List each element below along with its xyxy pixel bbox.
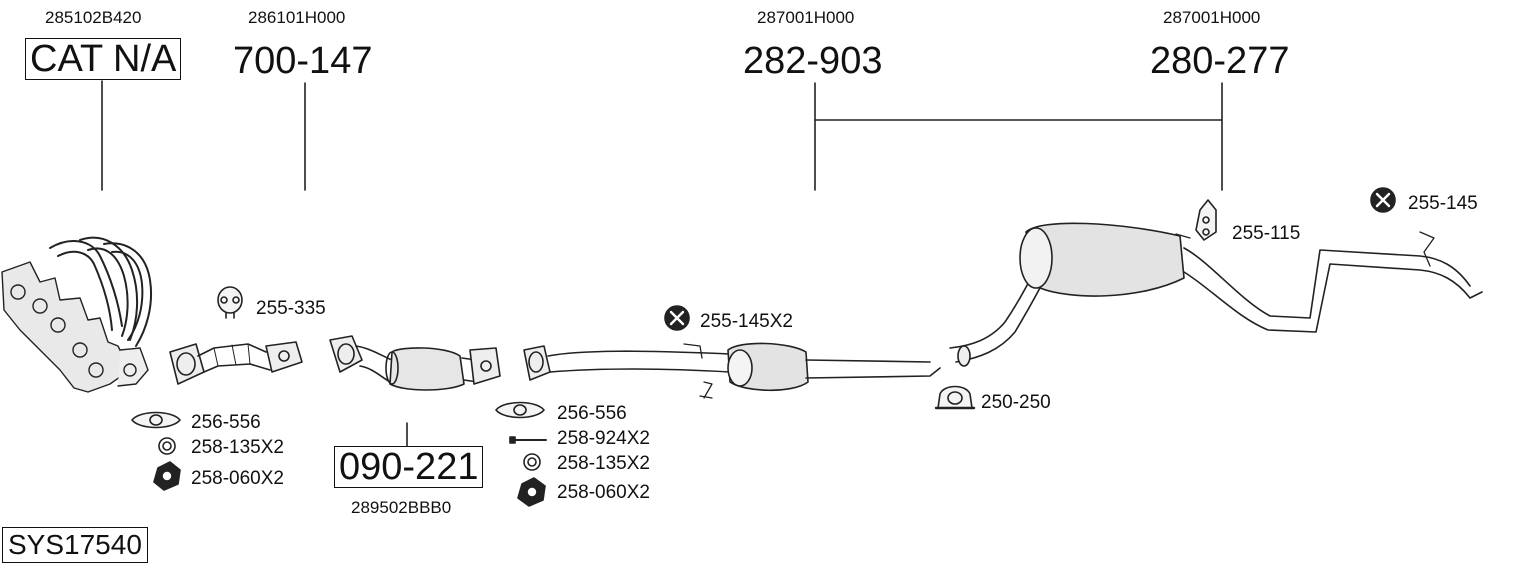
ring-washer-icon[interactable]: [523, 453, 541, 471]
part-number-rear-silencer[interactable]: 280-277: [1150, 40, 1290, 82]
fitting-label[interactable]: 255-145: [1408, 193, 1478, 214]
system-code: SYS17540: [2, 527, 148, 563]
fitting-label[interactable]: 255-335: [256, 298, 326, 319]
bolt-icon[interactable]: [509, 436, 547, 444]
fitting-label[interactable]: 258-060X2: [191, 468, 284, 489]
rubber-hanger-icon[interactable]: [1195, 199, 1217, 241]
catalytic-converter[interactable]: [329, 335, 501, 391]
rear-silencer[interactable]: [949, 222, 1483, 367]
fitting-label[interactable]: 250-250: [981, 392, 1051, 413]
rubber-hanger-icon[interactable]: [217, 286, 243, 319]
front-pipe[interactable]: [169, 341, 303, 385]
fitting-label[interactable]: 255-115: [1232, 223, 1301, 244]
hex-nut-icon[interactable]: [517, 477, 546, 507]
ring-washer-icon[interactable]: [158, 437, 176, 455]
center-silencer[interactable]: [523, 342, 941, 399]
oem-number-rear-silencer: 287001H000: [1163, 8, 1261, 27]
oem-number-center-silencer: 287001H000: [757, 8, 855, 27]
fitting-label[interactable]: 256-556: [557, 403, 627, 424]
flange-gasket-icon[interactable]: [131, 411, 181, 429]
oem-number-catalyst: 289502BBB0: [351, 498, 452, 517]
fitting-label[interactable]: 258-060X2: [557, 482, 650, 503]
part-number-front-pipe[interactable]: 700-147: [233, 40, 373, 82]
round-rubber-mount-icon[interactable]: [664, 305, 690, 331]
fitting-label[interactable]: 258-135X2: [557, 453, 650, 474]
part-number-center-silencer[interactable]: 282-903: [743, 40, 883, 82]
fitting-label[interactable]: 256-556: [191, 412, 261, 433]
part-number-catalyst[interactable]: 090-221: [334, 446, 484, 488]
fitting-label[interactable]: 258-924X2: [557, 428, 650, 449]
flange-gasket-icon[interactable]: [495, 401, 545, 419]
round-rubber-mount-icon[interactable]: [1370, 187, 1396, 213]
pipe-clamp-icon[interactable]: [934, 385, 976, 410]
exhaust-manifold[interactable]: [1, 236, 152, 393]
leader-lines: [101, 80, 1223, 447]
fitting-label[interactable]: 255-145X2: [700, 311, 793, 332]
hex-nut-icon[interactable]: [153, 461, 181, 491]
fitting-label[interactable]: 258-135X2: [191, 437, 284, 458]
part-number-manifold[interactable]: CAT N/A: [25, 38, 182, 80]
oem-number-manifold: 285102B420: [45, 8, 142, 27]
oem-number-front-pipe: 286101H000: [248, 8, 346, 27]
